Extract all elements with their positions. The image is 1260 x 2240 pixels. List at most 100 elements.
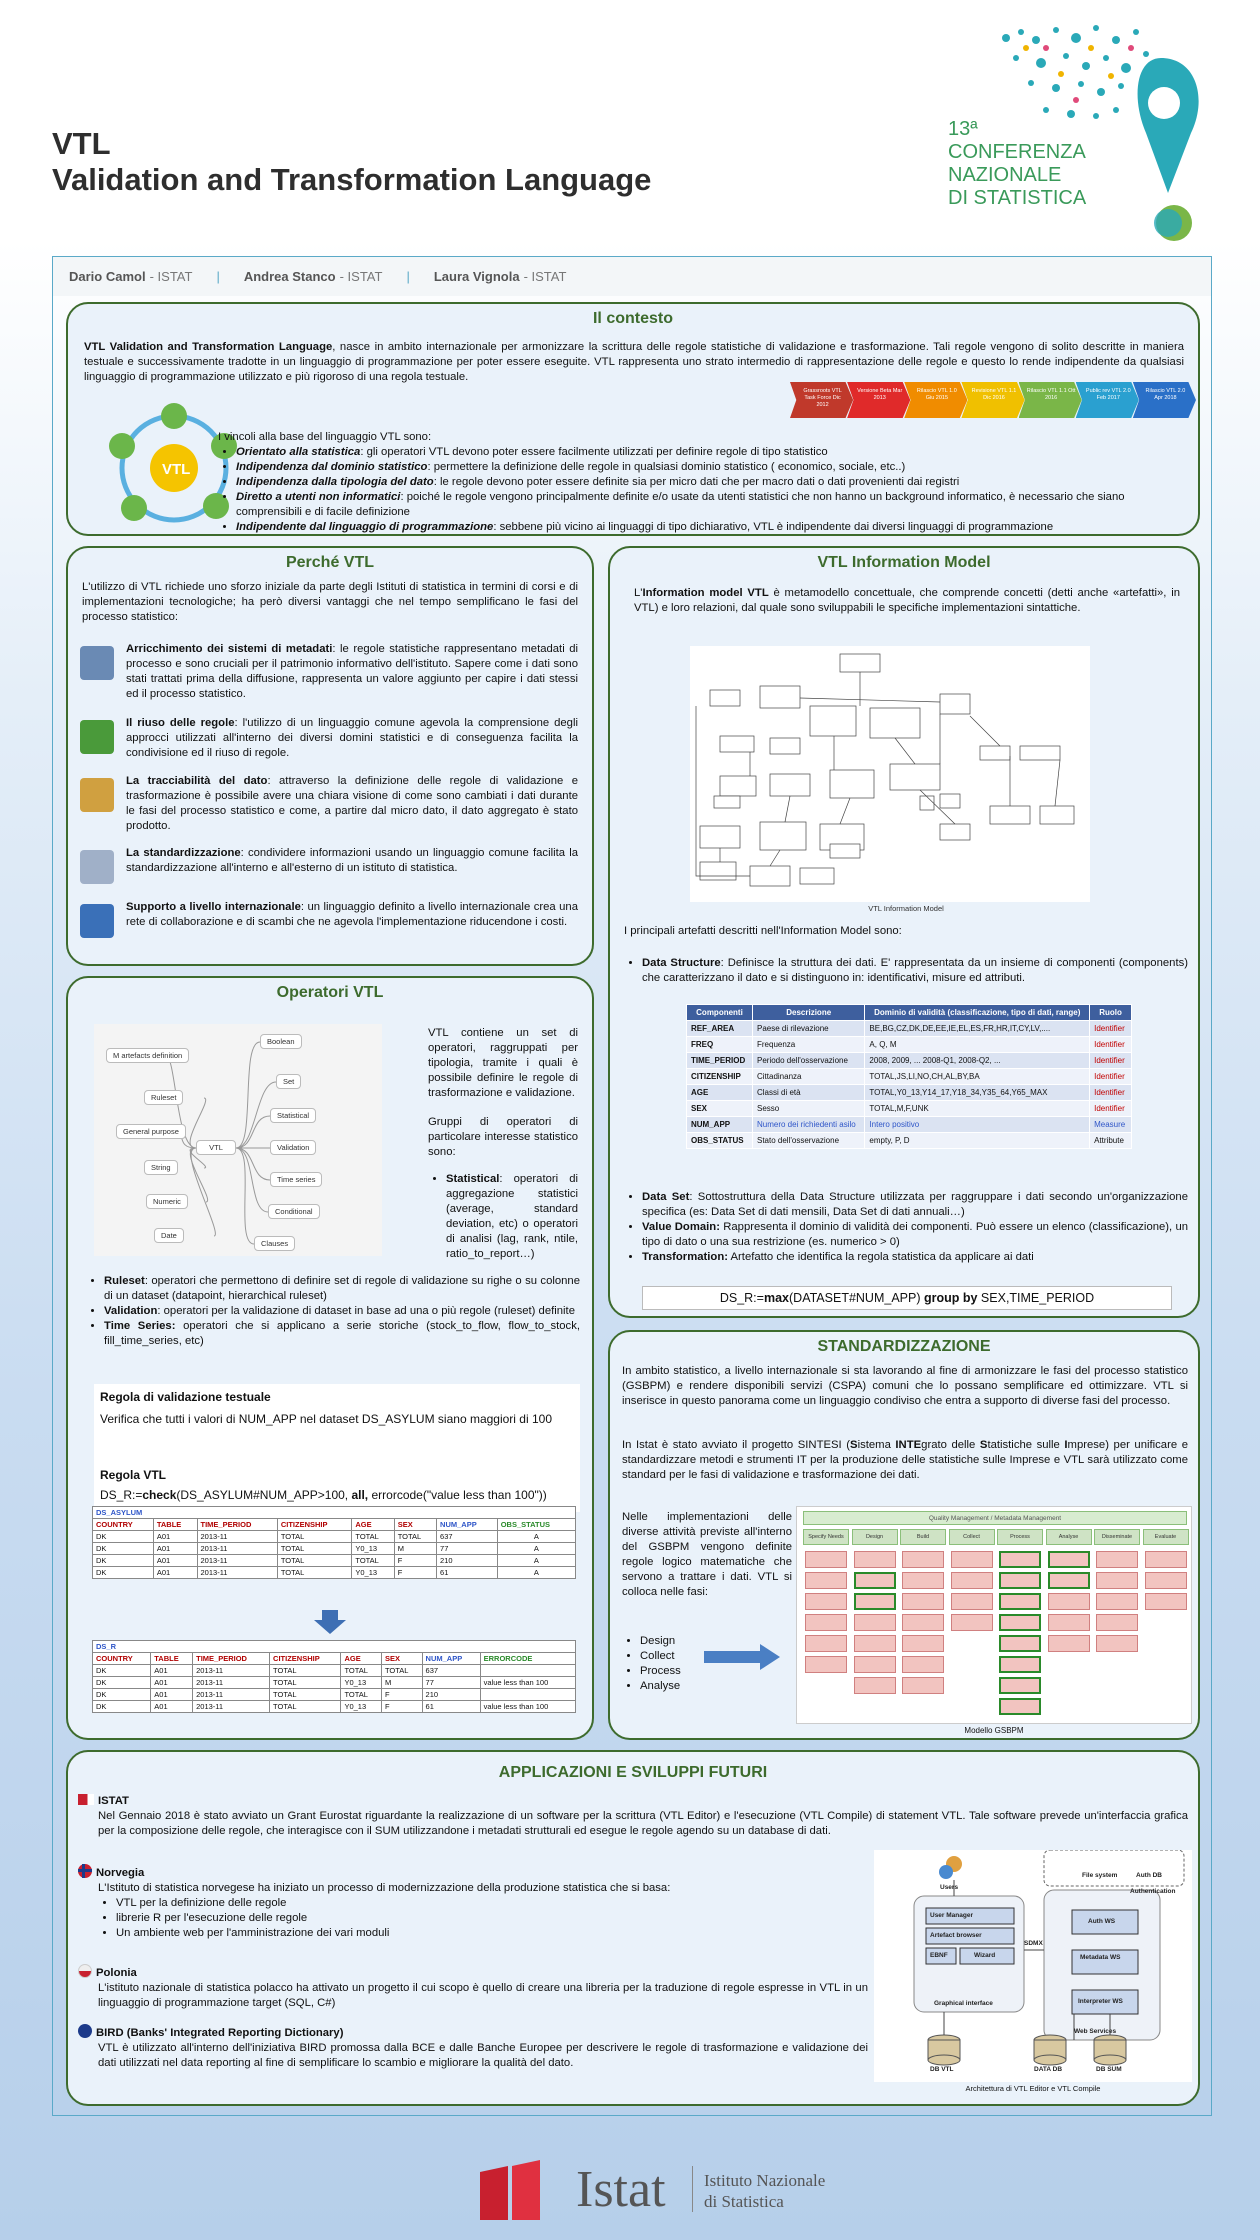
gsbpm-model: Quality Management / Metadata Management… <box>796 1506 1192 1724</box>
text-part: grato delle <box>921 1439 980 1451</box>
arch-label-ebnf: EBNF <box>930 1952 948 1959</box>
arch-label-users: Users <box>940 1884 959 1891</box>
metadata-server-icon <box>80 646 114 680</box>
mindmap-lines <box>165 1041 277 1245</box>
table-cell: TOTAL <box>380 1664 423 1677</box>
section-applicazioni: APPLICAZIONI E SVILUPPI FUTURI ISTAT Nel… <box>66 1750 1200 2106</box>
conference-word3: DI STATISTICA <box>948 187 1087 209</box>
arch-label-metadata-ws: Metadata WS <box>1080 1954 1121 1961</box>
gsbpm-subprocess <box>853 1614 896 1631</box>
table-cell: A01 <box>150 1688 194 1701</box>
gsbpm-subprocess <box>999 1698 1041 1715</box>
app-norvegia: Norvegia L'Istituto di statistica norveg… <box>78 1864 868 1941</box>
section-title: Perché VTL <box>285 554 375 571</box>
table-cell: DK <box>92 1566 154 1579</box>
table-cell: M <box>393 1542 438 1555</box>
app-bird: BIRD (Banks' Integrated Reporting Dictio… <box>78 2024 868 2071</box>
list-item: Analyse <box>640 1679 742 1694</box>
timeline-step: Rilascio VTL 2.0 Apr 2018 <box>1132 382 1196 418</box>
table-cell: Intero positivo <box>864 1116 1091 1133</box>
table-cell: Stato dell'osservazione <box>751 1132 866 1149</box>
gsbpm-subprocess <box>902 1551 944 1568</box>
table-cell: 77 <box>421 1676 481 1689</box>
table-cell: TOTAL,JS,LI,NO,CH,AL,BY,BA <box>864 1068 1091 1085</box>
vtl-rule: Regola VTL DS_R:=check(DS_ASYLUM#NUM_APP… <box>94 1464 580 1512</box>
vincoli-block: I vincoli alla base del linguaggio VTL s… <box>218 430 1186 534</box>
rule-text: Verifica che tutti i valori di NUM_APP n… <box>100 1412 552 1426</box>
table-header-cell: AGE <box>351 1518 395 1531</box>
timeline-step: Revisione VTL 1.1 Dic 2016 <box>961 382 1025 418</box>
app-title: Polonia <box>96 1967 137 1979</box>
text-part: In Istat è stato avviato il progetto SIN… <box>622 1439 851 1451</box>
item-title: Indipendenza dal dominio statistico <box>236 461 428 473</box>
item-desc: : un linguaggio definito a livello inter… <box>126 901 578 928</box>
section-title: APPLICAZIONI E SVILUPPI FUTURI <box>498 1764 768 1781</box>
gsbpm-subprocess <box>902 1635 944 1652</box>
table-cell: A <box>496 1566 577 1579</box>
gsbpm-subprocess <box>999 1656 1041 1673</box>
item-desc: : gli operatori VTL devono poter essere … <box>360 446 828 458</box>
gsbpm-subprocess <box>1096 1593 1138 1610</box>
table-cell: 2013-11 <box>192 1664 271 1677</box>
rule-title: Regola di validazione testuale <box>100 1390 271 1404</box>
institute-line1: Istituto Nazionale <box>704 2171 826 2190</box>
poster-title-line1: VTL <box>52 126 111 161</box>
table-cell: NUM_APP <box>686 1116 753 1133</box>
gsbpm-phase: Collect <box>948 1529 995 1545</box>
mindmap-node: Statistical <box>270 1108 317 1123</box>
list-item: Process <box>640 1664 742 1679</box>
gsbpm-subprocess <box>999 1677 1041 1694</box>
table-cell: Sesso <box>751 1100 866 1117</box>
perche-item: Arricchimento dei sistemi di metadati: l… <box>126 642 578 702</box>
table-cell: Measure <box>1089 1116 1132 1133</box>
table-header-cell: COUNTRY <box>92 1518 154 1531</box>
text-part: mprese) per unificare e standardizzare m… <box>622 1439 1188 1481</box>
code-part: (DATASET#NUM_APP) <box>789 1291 924 1305</box>
gsbpm-subprocess <box>1144 1551 1187 1568</box>
gsbpm-subprocess <box>950 1614 993 1631</box>
table-cell: A01 <box>150 1676 194 1689</box>
list-item: Validation: operatori per la validazione… <box>104 1304 580 1319</box>
operatori-p2: Gruppi di operatori di particolare inter… <box>428 1116 578 1158</box>
table-cell: SEX <box>686 1100 753 1117</box>
table-header-cell: Componenti <box>686 1004 753 1021</box>
item-desc: : operatori che permettono di definire s… <box>104 1275 580 1302</box>
table-cell: TOTAL <box>340 1688 382 1701</box>
flag-eu-icon <box>78 2024 92 2038</box>
list-item: VTL per la definizione delle regole <box>116 1896 868 1911</box>
mindmap-node: Ruleset <box>144 1090 184 1105</box>
gsbpm-subprocess <box>1047 1551 1090 1568</box>
istat-institute-name: Istituto Nazionale di Statistica <box>704 2170 825 2212</box>
stat-list: Statistical: operatori di aggregazione s… <box>428 1172 578 1262</box>
table-cell: 2013-11 <box>196 1554 278 1567</box>
item-desc: : le regole statistiche rappresentano me… <box>126 643 579 700</box>
diagram-caption: VTL Information Model <box>868 904 944 913</box>
gsbpm-subprocess <box>853 1572 896 1589</box>
poster-title-line2: Validation and Transformation Language <box>52 162 652 197</box>
gsbpm-subprocess <box>1096 1551 1138 1568</box>
gsbpm-subprocess <box>1144 1593 1187 1610</box>
item-desc: : poiché le regole vengono principalment… <box>236 491 1125 518</box>
vtl-cycle-diagram: VTL <box>76 402 272 528</box>
table-cell: TOTAL <box>340 1664 382 1677</box>
table-header-cell: ERRORCODE <box>479 1652 577 1665</box>
item-desc: : condividere informazioni usando un lin… <box>126 847 578 874</box>
flag-poland-icon <box>78 1964 92 1978</box>
table-cell: TOTAL,Y0_13,Y14_17,Y18_34,Y35_64,Y65_MAX <box>864 1084 1091 1101</box>
timeline-step: Versione Beta Mar 2013 <box>847 382 911 418</box>
table-cell: 2013-11 <box>192 1688 271 1701</box>
timeline-step: Rilascio VTL 1.0 Giu 2015 <box>904 382 968 418</box>
list-item: Value Domain: Rappresenta il dominio di … <box>642 1220 1188 1250</box>
rule-examples: Regola di validazione testuale Verifica … <box>94 1384 580 1464</box>
standard-p1: In ambito statistico, a livello internaz… <box>622 1365 1188 1407</box>
item-title: Orientato alla statistica <box>236 446 361 458</box>
